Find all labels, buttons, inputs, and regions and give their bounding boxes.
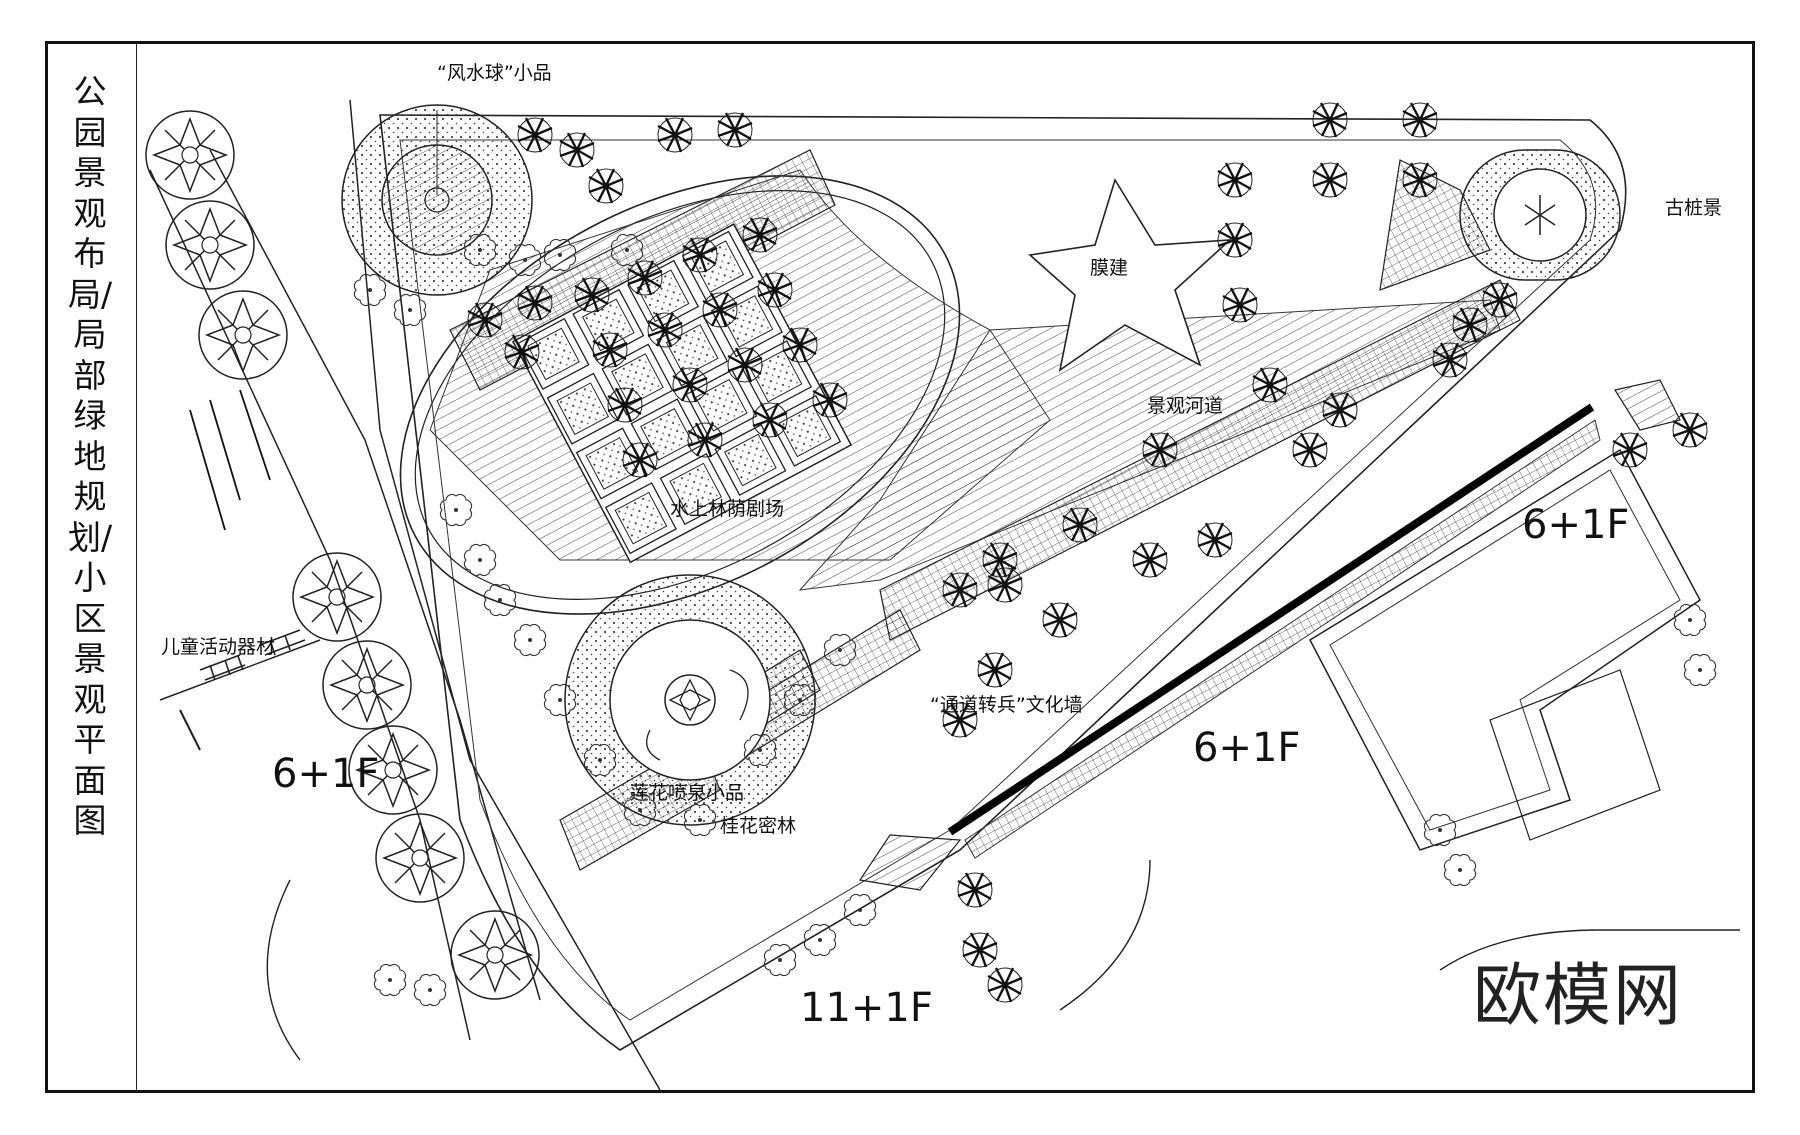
playground-equipment [179, 629, 306, 751]
label-ertong: 儿童活动器材 [161, 636, 276, 658]
old-stump-feature [1459, 149, 1621, 281]
culture-wall [947, 403, 1601, 859]
label-fengshui: “风水球”小品 [437, 62, 552, 84]
steps-right [1614, 379, 1681, 431]
left-road [149, 99, 661, 1091]
watermark-logo: 欧模网 [1473, 957, 1684, 1036]
drawing-title: 公园景观布局/局部绿地规划/小区景观平面图 [68, 72, 113, 840]
label-mojian: 膜建 [1090, 257, 1129, 279]
lotus-fountain-feature [564, 574, 816, 826]
building-label-right-top: 6+1F [1522, 502, 1630, 548]
right-building-block [1309, 448, 1701, 851]
label-hedao: 景观河道 [1147, 395, 1224, 417]
lower-roads [266, 859, 1740, 1061]
building-label-bottom: 11+1F [800, 985, 933, 1031]
label-lianhua: 莲花喷泉小品 [630, 782, 745, 804]
title-column [48, 44, 137, 1090]
fengshui-ball-feature [341, 104, 533, 296]
membrane-structure [1028, 178, 1233, 372]
label-guzhuang: 古桩景 [1665, 197, 1723, 219]
label-wenhuaqiang: “通道转兵”文化墙 [930, 694, 1083, 716]
building-label-mid: 6+1F [1193, 725, 1301, 771]
label-juchang: 水上林荫剧场 [670, 498, 785, 520]
building-label-left: 6+1F [272, 751, 380, 797]
steps-lower [858, 834, 962, 891]
drawing-frame [45, 41, 1755, 1093]
label-guihua: 桂花密林 [720, 815, 797, 837]
